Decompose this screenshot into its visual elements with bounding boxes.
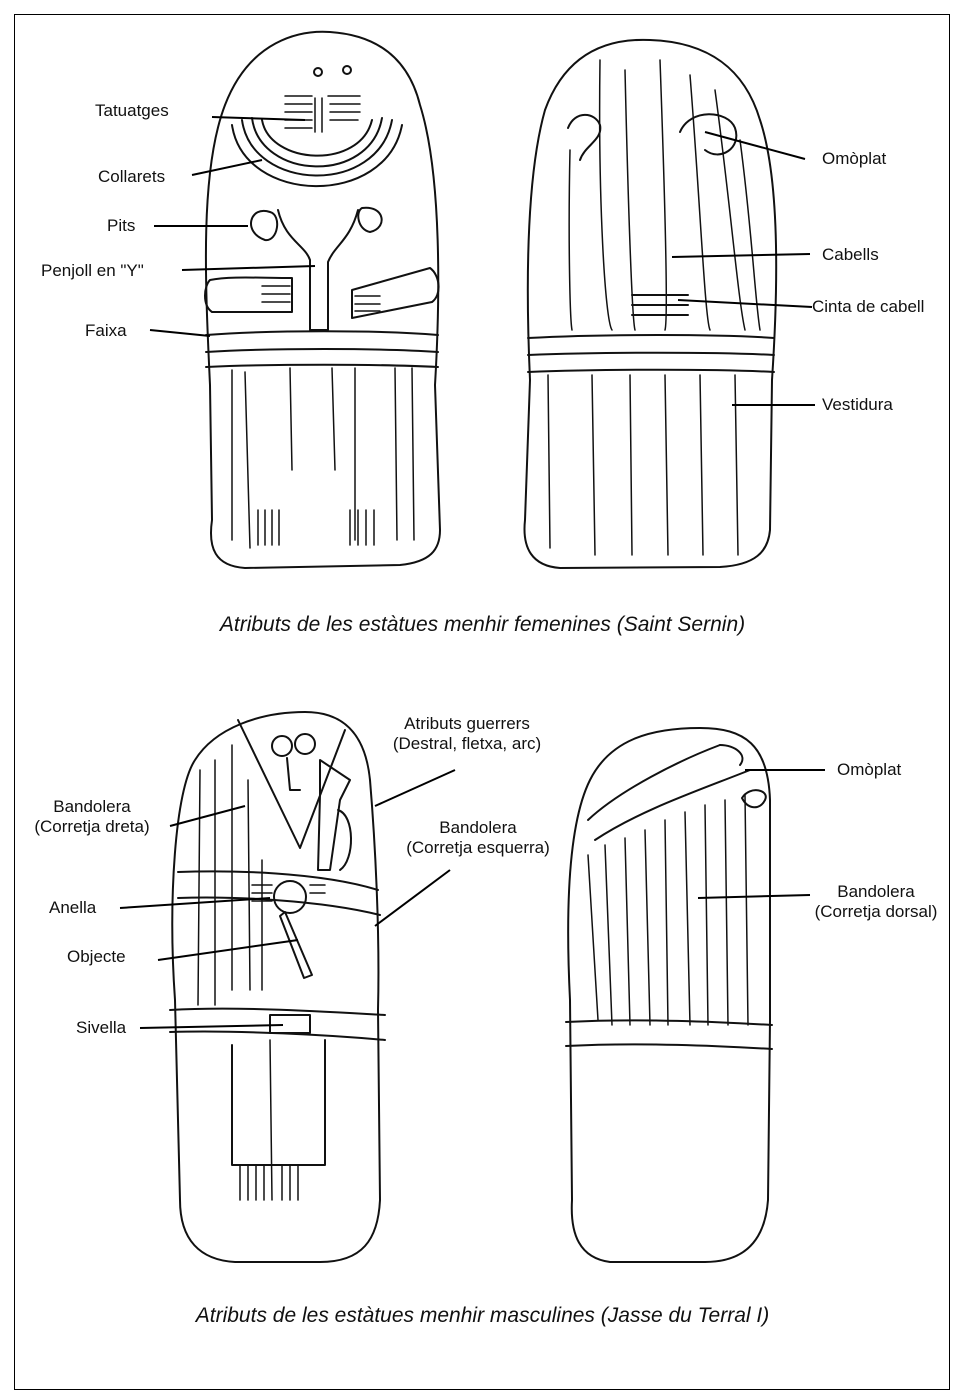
label-cinta-de-cabell: Cinta de cabell — [812, 297, 924, 317]
label-atributs-guerrers: Atributs guerrers (Destral, fletxa, arc) — [367, 714, 567, 754]
caption-female: Atributs de les estàtues menhir femenine… — [0, 613, 965, 637]
male-back-statue — [566, 728, 772, 1262]
label-bandolera-dreta-line1: Bandolera — [14, 797, 170, 817]
label-atributs-line1: Atributs guerrers — [367, 714, 567, 734]
label-penjoll: Penjoll en "Y" — [41, 261, 144, 281]
label-bandolera-esquerra-line1: Bandolera — [380, 818, 576, 838]
label-bandolera-dorsal-line1: Bandolera — [796, 882, 956, 902]
label-cabells: Cabells — [822, 245, 879, 265]
label-bandolera-dreta: Bandolera (Corretja dreta) — [14, 797, 170, 837]
caption-male: Atributs de les estàtues menhir masculin… — [0, 1304, 965, 1328]
label-anella: Anella — [49, 898, 96, 918]
male-front-statue — [170, 712, 385, 1262]
label-omoplat-female: Omòplat — [822, 149, 886, 169]
label-bandolera-esquerra-line2: (Corretja esquerra) — [380, 838, 576, 858]
label-sivella: Sivella — [76, 1018, 126, 1038]
label-tatuatges: Tatuatges — [95, 101, 169, 121]
label-pits: Pits — [107, 216, 135, 236]
label-objecte: Objecte — [67, 947, 126, 967]
label-vestidura: Vestidura — [822, 395, 893, 415]
label-faixa: Faixa — [85, 321, 127, 341]
label-bandolera-dreta-line2: (Corretja dreta) — [14, 817, 170, 837]
female-front-statue — [205, 32, 440, 568]
label-atributs-line2: (Destral, fletxa, arc) — [367, 734, 567, 754]
label-bandolera-esquerra: Bandolera (Corretja esquerra) — [380, 818, 576, 858]
label-bandolera-dorsal-line2: (Corretja dorsal) — [796, 902, 956, 922]
label-collarets: Collarets — [98, 167, 165, 187]
leader-lines — [120, 117, 825, 1028]
label-omoplat-male: Omòplat — [837, 760, 901, 780]
label-bandolera-dorsal: Bandolera (Corretja dorsal) — [796, 882, 956, 922]
